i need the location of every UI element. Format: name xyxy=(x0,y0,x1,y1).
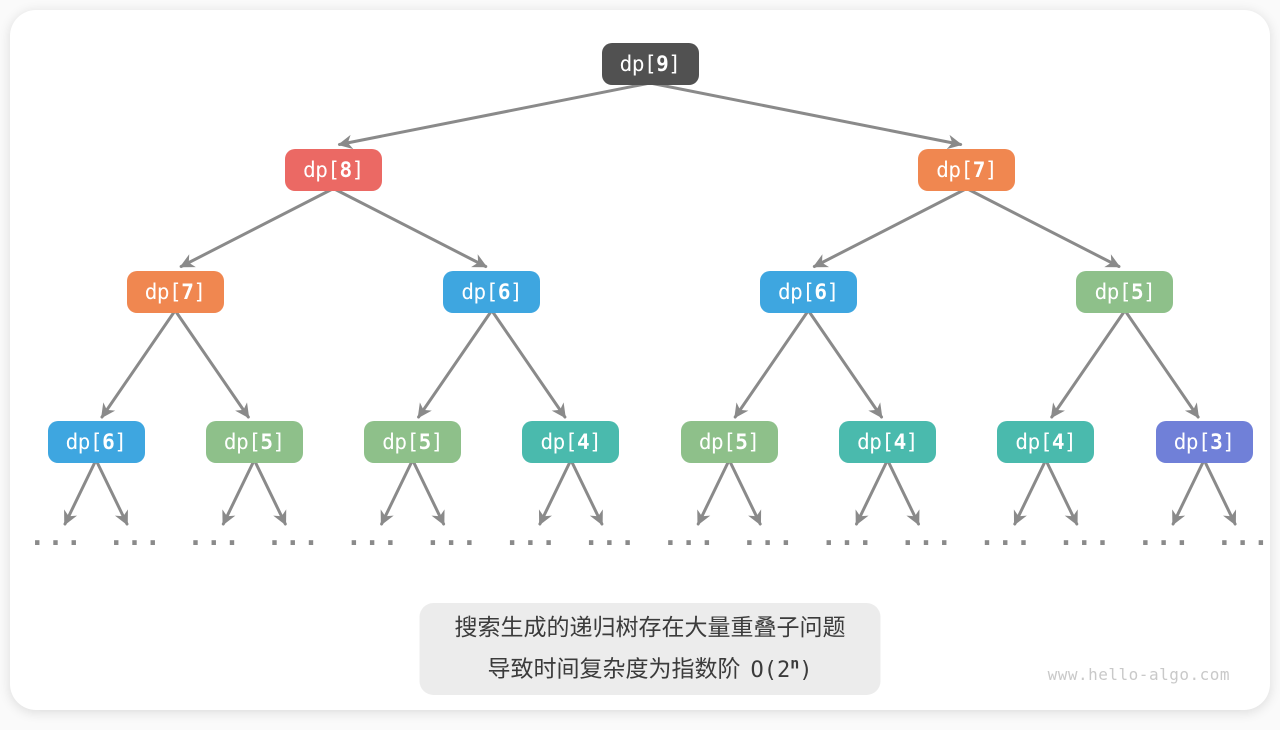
ellipsis-leaf-4-0: ... xyxy=(662,521,718,552)
ellipsis-leaf-6-0: ... xyxy=(978,521,1034,552)
tree-edge xyxy=(812,187,969,268)
tree-node-dp4-L3-6: dp[4] xyxy=(997,421,1095,463)
watermark: www.hello-algo.com xyxy=(1047,665,1230,684)
ellipsis-leaf-5-1: ... xyxy=(899,521,955,552)
tree-node-dp5-L3-1: dp[5] xyxy=(205,421,303,463)
ellipsis-leaf-2-1: ... xyxy=(424,521,480,552)
ellipsis-leaf-1-1: ... xyxy=(266,521,322,552)
tree-node-dp9-L0-0: dp[9] xyxy=(601,43,699,85)
caption-line2-text: 导致时间复杂度为指数阶 xyxy=(487,655,741,682)
ellipsis-leaf-4-1: ... xyxy=(741,521,797,552)
tree-node-dp5-L3-4: dp[5] xyxy=(680,421,778,463)
caption-line2: 导致时间复杂度为指数阶 O(2n) xyxy=(487,645,812,688)
tree-edge xyxy=(1202,458,1237,526)
tree-edge xyxy=(221,458,256,526)
tree-edge xyxy=(696,458,731,526)
tree-edge xyxy=(380,458,415,526)
tree-edge xyxy=(886,458,920,526)
ellipsis-leaf-3-1: ... xyxy=(583,521,638,552)
canvas-card: dp[9] dp[8] dp[7] dp[7] dp[6] dp[6] dp[5] dp[6]… xyxy=(10,10,1270,710)
tree-node-dp6-L2-1: dp[6] xyxy=(443,270,541,313)
tree-edge xyxy=(1123,309,1200,419)
tree-edge xyxy=(1044,458,1079,526)
tree-edge xyxy=(569,458,604,526)
ellipsis-leaf-1-0: ... xyxy=(187,521,243,552)
tree-edge xyxy=(411,458,446,526)
ellipsis-leaf-5-0: ... xyxy=(820,521,876,552)
tree-edge xyxy=(538,458,573,526)
tree-edge xyxy=(965,187,1121,268)
tree-edge xyxy=(1171,458,1206,526)
tree-edge xyxy=(727,458,762,526)
tree-edge xyxy=(417,309,494,419)
tree-node-dp3-L3-7: dp[3] xyxy=(1155,421,1253,463)
ellipsis-leaf-3-0: ... xyxy=(504,521,559,552)
tree-node-dp7-L1-1: dp[7] xyxy=(918,148,1016,191)
tree-edge xyxy=(173,309,250,419)
caption-line1: 搜索生成的递归树存在大量重叠子问题 xyxy=(454,614,846,641)
tree-edge xyxy=(1013,458,1048,526)
tree-node-dp7-L2-0: dp[7] xyxy=(126,270,224,313)
tree-node-dp5-L3-2: dp[5] xyxy=(364,421,462,463)
ellipsis-leaf-7-1: ... xyxy=(1216,521,1271,552)
tree-edge xyxy=(100,309,177,419)
ellipsis-leaf-6-1: ... xyxy=(1057,521,1113,552)
tree-edge xyxy=(1050,309,1127,419)
tree-node-dp6-L2-2: dp[6] xyxy=(759,270,857,313)
ellipsis-leaf-0-0: ... xyxy=(29,521,84,552)
tree-edge xyxy=(179,187,335,268)
tree-edge xyxy=(63,458,98,526)
ellipsis-leaf-2-0: ... xyxy=(345,521,401,552)
ellipsis-leaf-0-1: ... xyxy=(108,521,163,552)
caption-box: 搜索生成的递归树存在大量重叠子问题 导致时间复杂度为指数阶 O(2n) xyxy=(419,603,881,695)
tree-node-dp5-L2-3: dp[5] xyxy=(1076,270,1174,313)
tree-edge xyxy=(806,309,883,419)
complexity-formula: O(2n) xyxy=(750,654,813,683)
tree-node-dp4-L3-5: dp[4] xyxy=(839,421,936,463)
tree-edge xyxy=(648,81,963,150)
ellipsis-leaf-7-0: ... xyxy=(1137,521,1192,552)
tree-node-dp8-L1-0: dp[8] xyxy=(284,148,382,191)
tree-edge xyxy=(331,187,488,268)
tree-edge xyxy=(94,458,129,526)
tree-node-dp4-L3-3: dp[4] xyxy=(522,421,620,463)
tree-edge xyxy=(733,309,810,419)
tree-edge xyxy=(490,309,567,419)
tree-edge xyxy=(252,458,287,526)
tree-edge xyxy=(337,81,652,150)
tree-node-dp6-L3-0: dp[6] xyxy=(47,421,145,463)
tree-edge xyxy=(855,458,889,526)
